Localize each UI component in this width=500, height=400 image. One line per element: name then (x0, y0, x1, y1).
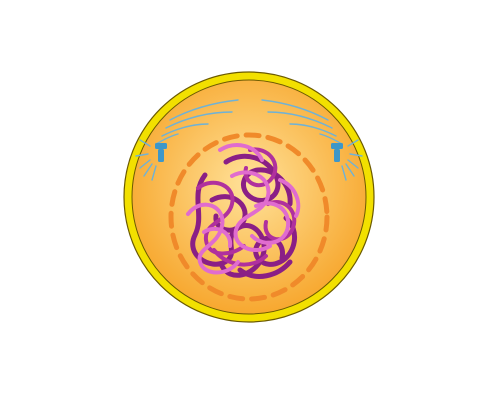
cell-membrane-inner-edge (131, 79, 367, 315)
chromatin (186, 143, 301, 279)
cell-membrane-edge (123, 71, 375, 323)
nuclear-envelope (168, 132, 330, 302)
centrosome-right (331, 143, 343, 162)
spindle-fibers-left (135, 99, 239, 181)
centrosome-left (155, 143, 167, 162)
spindle-fibers-right (261, 99, 363, 181)
